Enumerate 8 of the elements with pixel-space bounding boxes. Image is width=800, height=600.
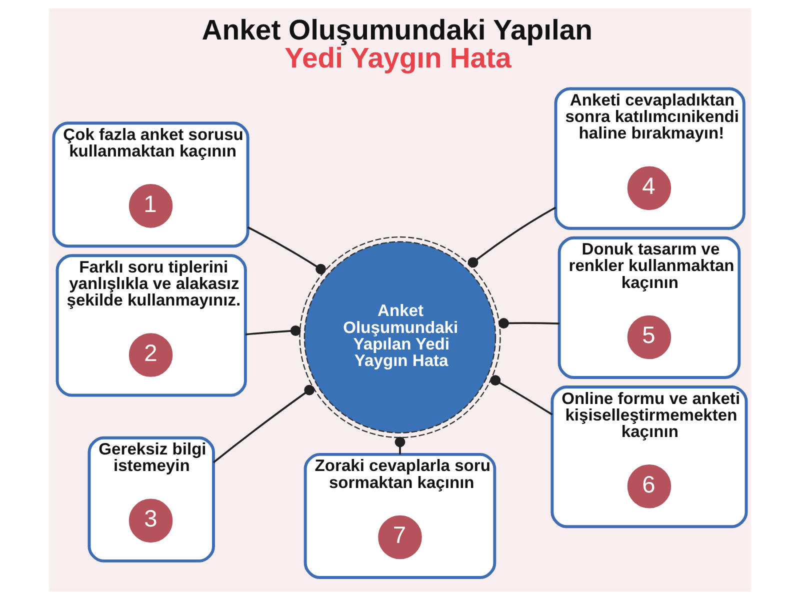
connector [468,206,556,268]
connector [490,375,553,416]
connector [394,436,406,454]
connector [498,318,560,328]
connector [247,226,326,274]
connector [245,325,301,336]
connector [212,384,315,464]
diagram-title: Anket Oluşumundaki Yapılan Yedi Yaygın Hata [202,14,593,75]
